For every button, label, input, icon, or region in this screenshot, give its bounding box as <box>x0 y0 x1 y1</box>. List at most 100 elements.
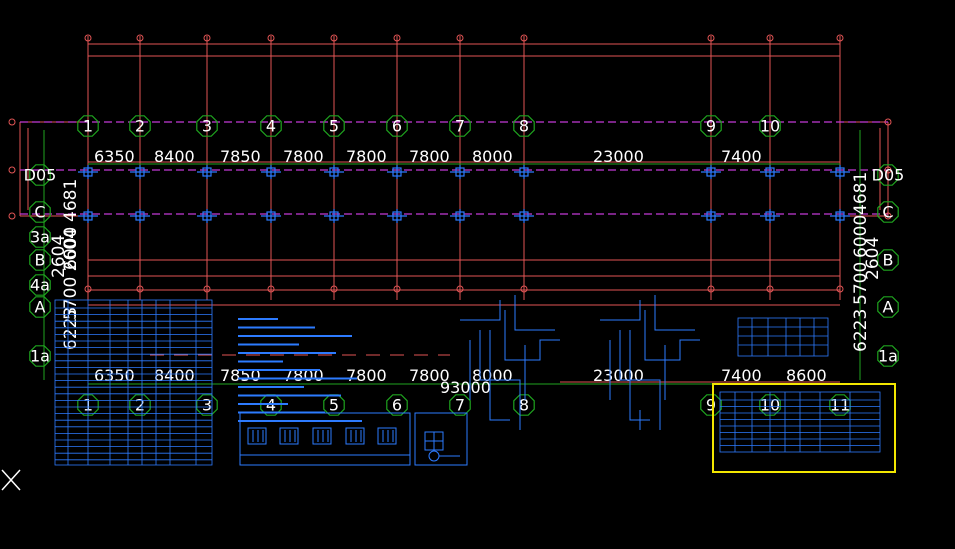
bottom-axis-11-label: 11 <box>830 396 850 415</box>
bottom-axis-5-label: 5 <box>329 396 339 415</box>
tiny-axis-left-3 <box>8 212 16 220</box>
note-line-1 <box>238 318 278 320</box>
column-3-2 <box>197 209 217 223</box>
right-axis-B: B <box>877 249 899 271</box>
pipe-diagram-right <box>600 295 700 430</box>
tiny-axis-right-1 <box>884 118 892 126</box>
bottom-dim-9: 7400 <box>721 366 762 385</box>
top-dim-8: 23000 <box>593 147 644 166</box>
tiny-axis-bottom-6 <box>393 285 401 293</box>
column-symbols <box>78 165 850 223</box>
tiny-axis-left-1 <box>8 118 16 126</box>
column-6-1 <box>387 165 407 179</box>
bottom-axis-5: 5 <box>323 394 345 416</box>
column-7-1 <box>450 165 470 179</box>
bottom-axis-8: 8 <box>513 394 535 416</box>
bottom-axis-3-label: 3 <box>202 396 212 415</box>
right-axis-C-label: C <box>882 203 893 222</box>
tiny-axis-bottom-7 <box>456 285 464 293</box>
right-axis-A: A <box>877 296 899 318</box>
top-axis-9: 9 <box>700 115 722 137</box>
column-3-1 <box>197 165 217 179</box>
left-axis-A: A <box>29 296 51 318</box>
note-line-9 <box>238 386 304 388</box>
tiny-axis-bottom-4 <box>267 285 275 293</box>
tiny-axis-bottom-11 <box>836 285 844 293</box>
right-vdim-4: 5700 <box>851 262 871 305</box>
column-7-2 <box>450 209 470 223</box>
right-vdim-1: 4681 <box>851 172 871 215</box>
right-axis-C: C <box>877 201 899 223</box>
bottom-axis-6: 6 <box>386 394 408 416</box>
tiny-axis-bottom-10 <box>766 285 774 293</box>
tiny-axis-bottom-3 <box>203 285 211 293</box>
legend-symbol-4 <box>345 427 365 445</box>
column-4-1 <box>261 165 281 179</box>
column-5-2 <box>324 209 344 223</box>
left-axis-B-label: B <box>35 251 46 270</box>
left-axis-1a: 1a <box>29 345 51 367</box>
left-vdim-4: 6223 <box>61 307 81 350</box>
legend-box[interactable] <box>239 412 411 466</box>
top-axis-5: 5 <box>323 115 345 137</box>
column-10-1 <box>760 165 780 179</box>
left-axis-C: C <box>29 201 51 223</box>
bottom-axis-8-label: 8 <box>519 396 529 415</box>
left-axis-4a: 4a <box>29 274 51 296</box>
right-axis-A-label: A <box>883 298 894 317</box>
column-8-1 <box>514 165 534 179</box>
right-axis-D05-label: D05 <box>872 166 905 185</box>
lower-guide-lines <box>88 304 840 383</box>
top-dim-6: 7800 <box>409 147 450 166</box>
tiny-axis-top-9 <box>707 34 715 42</box>
bottom-axis-11: 11 <box>829 394 851 416</box>
top-dim-9: 7400 <box>721 147 762 166</box>
note-line-10 <box>238 394 341 397</box>
left-axis-1a-label: 1a <box>30 347 50 366</box>
total-dimension: 93000 <box>440 378 491 397</box>
left-schedule-table[interactable] <box>54 299 213 466</box>
right-axis-1a-label: 1a <box>878 347 898 366</box>
right-small-table[interactable] <box>737 317 829 357</box>
bottom-dim-1: 6350 <box>94 366 135 385</box>
top-dim-7: 8000 <box>472 147 513 166</box>
left-vdim-1: 4681 <box>61 179 81 222</box>
left-axis-4a-label: 4a <box>30 276 50 295</box>
tiny-axis-bottom-2 <box>136 285 144 293</box>
top-axis-8: 8 <box>513 115 535 137</box>
tiny-axis-left-2 <box>8 166 16 174</box>
top-axis-7-label: 7 <box>455 117 465 136</box>
tiny-axis-right-3 <box>884 212 892 220</box>
bottom-axis-9: 9 <box>700 394 722 416</box>
top-axis-1: 1 <box>77 115 99 137</box>
bottom-dim-3: 7850 <box>220 366 261 385</box>
pipe-diagrams <box>460 295 700 430</box>
tiny-axis-top-1 <box>84 34 92 42</box>
tiny-axis-top-8 <box>520 34 528 42</box>
note-line-5 <box>238 352 336 354</box>
dashed-axis-lines <box>20 121 888 215</box>
tiny-axis-top-3 <box>203 34 211 42</box>
bottom-axis-bubbles: 1234567891011 <box>77 394 851 416</box>
right-axis-D05: D05 <box>872 164 905 186</box>
detail-box[interactable] <box>414 412 468 466</box>
tiny-axis-top-11 <box>836 34 844 42</box>
left-vertical-dims: 4681 6000 2604 6223 5700 2604 <box>49 179 81 350</box>
notes-block <box>238 318 362 422</box>
selected-table[interactable] <box>712 383 896 473</box>
legend-symbol-3 <box>312 427 332 445</box>
top-axis-6: 6 <box>386 115 408 137</box>
note-line-13 <box>238 420 362 422</box>
column-1-1 <box>78 165 98 179</box>
top-axis-9-label: 9 <box>706 117 716 136</box>
top-axis-6-label: 6 <box>392 117 402 136</box>
left-axis-3a-label: 3a <box>30 228 50 247</box>
left-vdim-5: 5700 2604 <box>61 228 81 320</box>
bottom-axis-7-label: 7 <box>455 396 465 415</box>
column-2-1 <box>130 165 150 179</box>
bottom-axis-2-label: 2 <box>135 396 145 415</box>
